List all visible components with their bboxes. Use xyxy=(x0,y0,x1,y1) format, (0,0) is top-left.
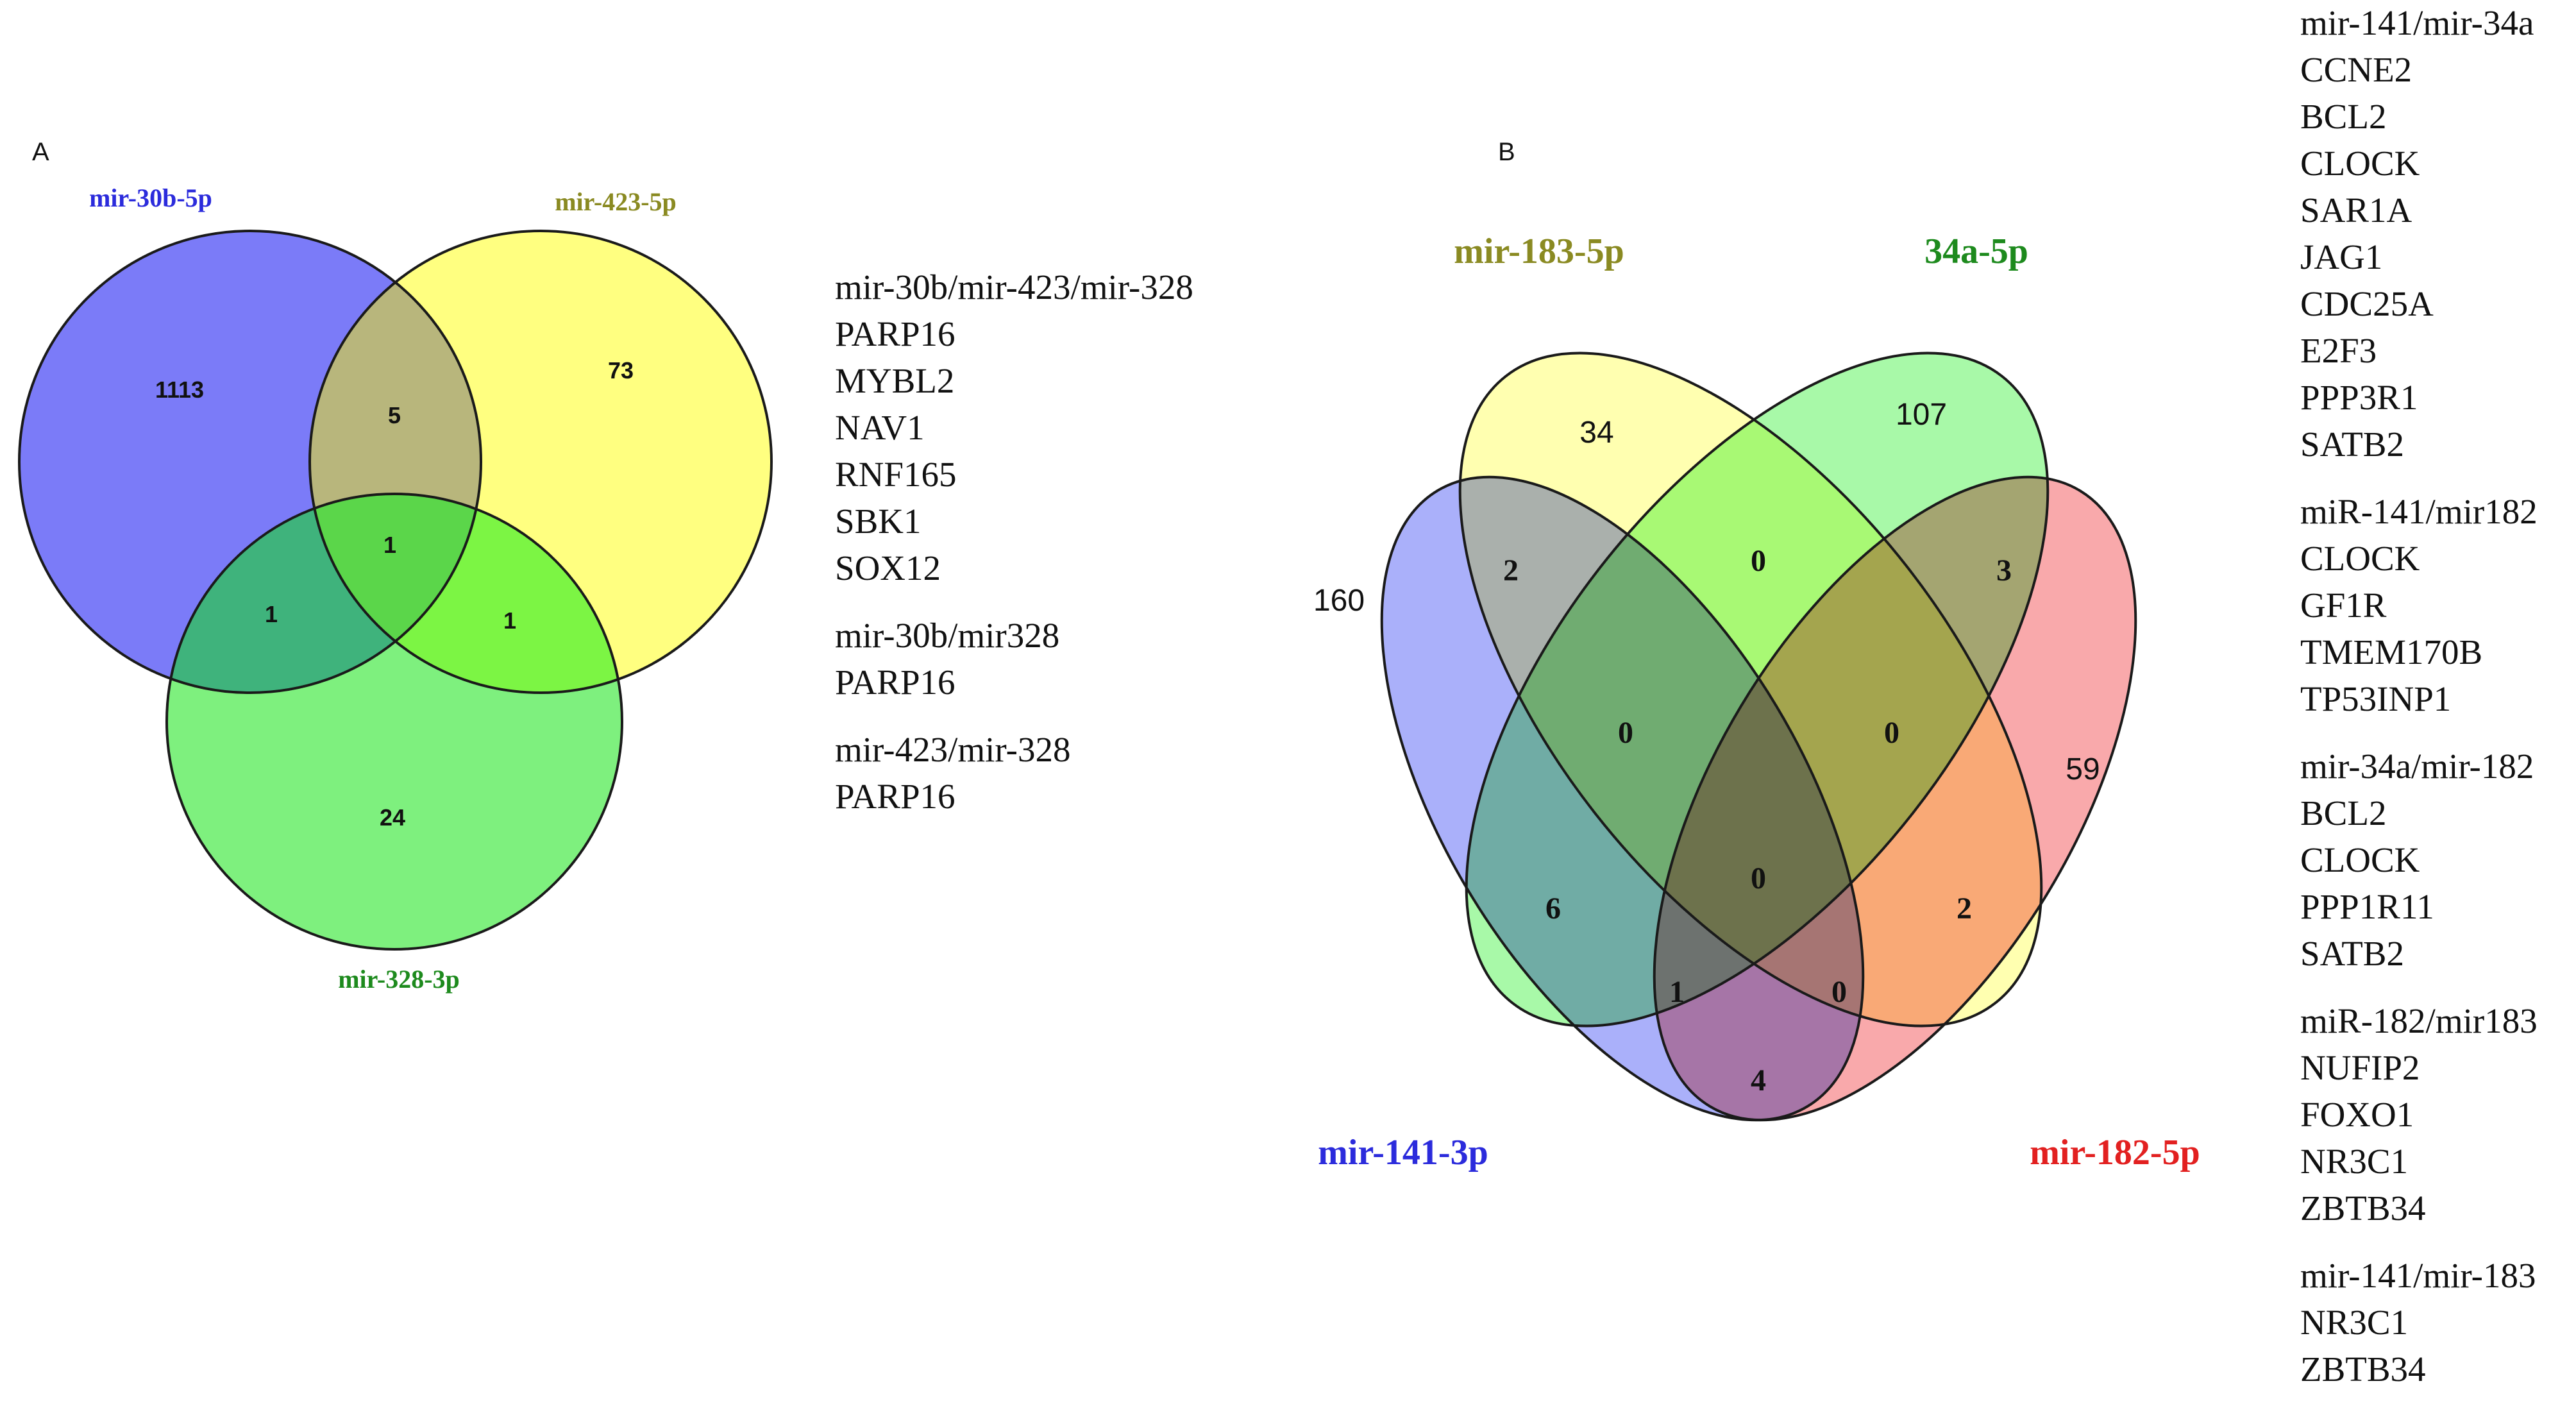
gene-list-a-group-heading: mir-30b/mir328 xyxy=(835,616,1060,655)
set-label-mir-34a: 34a-5p xyxy=(1924,232,2028,271)
gene-list-b-gene: CLOCK xyxy=(2300,144,2420,183)
count-only-182: 59 xyxy=(2066,752,2100,786)
count-only-328: 24 xyxy=(380,804,405,831)
gene-list-a-group-heading: mir-423/mir-328 xyxy=(835,730,1071,769)
set-label-mir-141: mir-141-3p xyxy=(1318,1133,1488,1172)
gene-list-a-gene: PARP16 xyxy=(835,663,955,702)
gene-list-b-group-heading: mir-141/mir-183 xyxy=(2300,1256,2536,1295)
count-30b-328: 1 xyxy=(265,601,278,627)
count-141-34a-182: 0 xyxy=(1831,975,1847,1009)
gene-list-b-gene: E2F3 xyxy=(2300,331,2377,370)
gene-list-a-gene: SOX12 xyxy=(835,548,941,588)
count-all-three: 1 xyxy=(383,532,396,558)
count-423-328: 1 xyxy=(503,607,516,634)
gene-list-a-gene: PARP16 xyxy=(835,777,955,816)
gene-list-b-gene: CLOCK xyxy=(2300,840,2420,879)
overlap-30b-328 xyxy=(167,494,481,693)
panel-a-label: A xyxy=(32,138,49,166)
gene-list-b-gene: CCNE2 xyxy=(2300,50,2412,89)
set-label-mir-30b: mir-30b-5p xyxy=(89,183,212,212)
count-only-30b: 1113 xyxy=(155,377,204,403)
gene-list-b-group-heading: mir-34a/mir-182 xyxy=(2300,747,2534,786)
gene-list-b-gene: SATB2 xyxy=(2300,425,2404,464)
set-label-mir-423: mir-423-5p xyxy=(555,187,677,216)
gene-list-b-gene: JAG1 xyxy=(2300,237,2383,276)
gene-list-b-gene: CLOCK xyxy=(2300,539,2420,578)
count-141-183-34a: 0 xyxy=(1618,716,1633,750)
set-label-mir-328: mir-328-3p xyxy=(338,965,460,994)
gene-list-a-gene: SBK1 xyxy=(835,502,922,541)
gene-list-b-gene: NR3C1 xyxy=(2300,1142,2409,1181)
gene-list-a-gene: MYBL2 xyxy=(835,361,955,400)
gene-list-b-gene: SAR1A xyxy=(2300,190,2412,230)
gene-list-b-gene: TMEM170B xyxy=(2300,632,2483,672)
gene-list-b-gene: PPP1R11 xyxy=(2300,887,2434,926)
count-183-182: 2 xyxy=(1957,892,1972,926)
gene-list-a-gene: RNF165 xyxy=(835,455,957,494)
panel-b-label: B xyxy=(1498,138,1515,166)
gene-list-b-gene: BCL2 xyxy=(2300,97,2387,136)
gene-list-b-gene: NUFIP2 xyxy=(2300,1048,2420,1087)
gene-list-b-gene: ZBTB34 xyxy=(2300,1350,2426,1389)
count-only-423: 73 xyxy=(608,357,634,384)
venn-panel-a: A mir-30b-5p mir-423-5p mir-328-3p 1113 … xyxy=(18,138,773,994)
gene-list-b-gene: FOXO1 xyxy=(2300,1095,2414,1134)
count-141-34a: 6 xyxy=(1545,892,1561,926)
count-183-34a: 0 xyxy=(1751,544,1766,578)
gene-list-a-gene: PARP16 xyxy=(835,314,955,353)
count-30b-423: 5 xyxy=(388,402,401,428)
gene-list-b-group-heading: mir-141/mir-34a xyxy=(2300,3,2534,42)
gene-list-b-group-heading: miR-182/mir183 xyxy=(2300,1001,2538,1040)
count-only-183: 34 xyxy=(1579,416,1613,450)
count-183-34a-182: 0 xyxy=(1884,716,1899,750)
count-34a-182: 3 xyxy=(1996,554,2012,588)
gene-list-b-gene: CDC25A xyxy=(2300,284,2434,323)
set-label-mir-183: mir-183-5p xyxy=(1454,232,1624,271)
gene-list-b-gene: BCL2 xyxy=(2300,793,2387,833)
gene-list-b-gene: TP53INP1 xyxy=(2300,679,2452,718)
gene-list-b-gene: NR3C1 xyxy=(2300,1303,2409,1342)
count-141-182: 4 xyxy=(1751,1063,1766,1097)
venn-panel-b: B mir-141-3p mir-183-5p 34a-5p mir-182-5… xyxy=(1313,138,2200,1172)
gene-list-b-gene: PPP3R1 xyxy=(2300,378,2418,417)
count-all-four: 0 xyxy=(1751,861,1766,895)
count-141-183-182: 1 xyxy=(1669,975,1685,1009)
set-label-mir-182: mir-182-5p xyxy=(2030,1133,2200,1172)
count-only-34a: 107 xyxy=(1896,398,1947,432)
gene-list-b-group-heading: miR-141/mir182 xyxy=(2300,492,2538,531)
count-141-183: 2 xyxy=(1503,554,1519,588)
gene-list-b-gene: SATB2 xyxy=(2300,934,2404,973)
gene-list-a-group-heading: mir-30b/mir-423/mir-328 xyxy=(835,267,1193,307)
count-only-141: 160 xyxy=(1313,584,1365,618)
gene-list-b-gene: ZBTB34 xyxy=(2300,1189,2426,1228)
overlap-423-328 xyxy=(310,494,622,693)
gene-list-b-gene: GF1R xyxy=(2300,586,2387,625)
gene-list-a-gene: NAV1 xyxy=(835,408,925,447)
